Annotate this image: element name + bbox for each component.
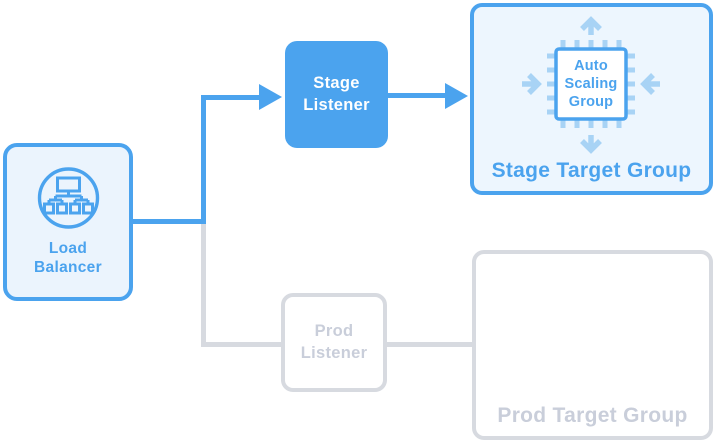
scale-arrow-down-icon (580, 135, 602, 154)
stage-target-group-label: Stage Target Group (491, 159, 692, 182)
scale-arrow-left-icon (640, 73, 660, 95)
edge-branch-down (201, 224, 206, 347)
arrowhead-stage-tg-icon (445, 83, 468, 109)
scale-arrow-right-icon (522, 73, 542, 95)
prod-target-group-label: Prod Target Group (497, 404, 688, 427)
auto-scaling-chip-icon (522, 16, 660, 154)
node-stage-target-group: Auto Scaling Group Stage Target Group (470, 3, 713, 195)
stage-listener-label: Stage Listener (303, 74, 370, 114)
node-prod-target-group: Prod Target Group (472, 250, 713, 440)
chip-pins (547, 40, 635, 128)
prod-listener-label: Prod Listener (300, 322, 368, 362)
edge-to-prod-listener (201, 342, 283, 347)
edge-stage-listener-to-tg (388, 93, 446, 98)
scale-arrow-up-icon (580, 16, 602, 35)
auto-scaling-group-label: Auto Scaling Group (564, 58, 618, 110)
edge-prod-listener-to-tg (387, 342, 473, 347)
node-stage-listener: Stage Listener (285, 41, 388, 148)
chip-body (554, 47, 628, 121)
edge-branch-up (201, 95, 206, 224)
node-load-balancer: Load Balancer (3, 143, 133, 301)
node-prod-listener: Prod Listener (281, 293, 387, 392)
load-balancer-label: Load Balancer (34, 240, 102, 276)
load-balancer-icon (37, 167, 99, 229)
edge-lb-to-branch (133, 219, 206, 224)
edge-to-stage-listener (201, 95, 260, 100)
arrowhead-stage-listener-icon (259, 84, 282, 110)
